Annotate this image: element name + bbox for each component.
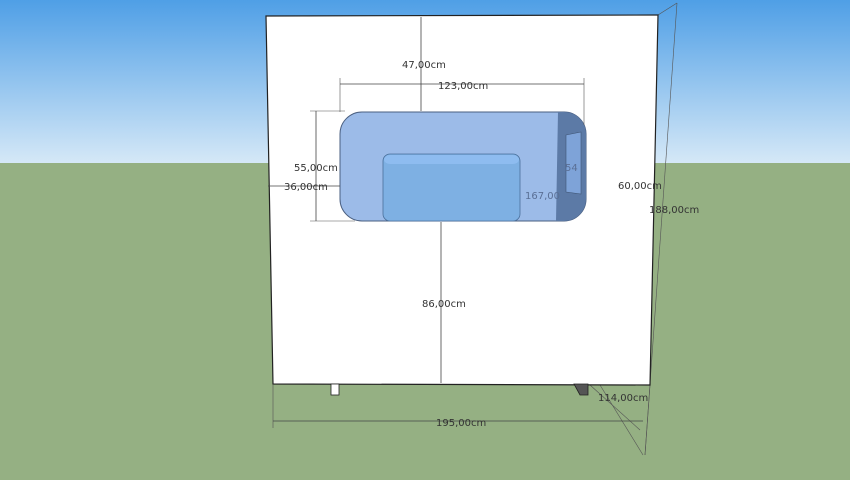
- dimension-window-height[interactable]: 55,00cm: [294, 110, 355, 222]
- dimension-total-height[interactable]: 188,00cm: [649, 205, 699, 216]
- dimension-depth[interactable]: 114,00cm: [598, 393, 648, 404]
- svg-text:55,00cm: 55,00cm: [294, 163, 338, 174]
- hidden-width-label: 167,00: [525, 191, 560, 202]
- svg-text:36,00cm: 36,00cm: [284, 182, 328, 193]
- hidden-small-label: 54: [565, 163, 578, 174]
- svg-text:114,00cm: 114,00cm: [598, 393, 648, 404]
- svg-text:47,00cm: 47,00cm: [402, 60, 446, 71]
- dimension-side-depth[interactable]: 60,00cm: [618, 181, 662, 192]
- svg-text:188,00cm: 188,00cm: [649, 205, 699, 216]
- dimension-top-gap[interactable]: 47,00cm: [402, 17, 446, 111]
- leg-right: [573, 383, 589, 396]
- svg-text:60,00cm: 60,00cm: [618, 181, 662, 192]
- dimension-window-width[interactable]: 123,00cm: [339, 78, 585, 125]
- svg-text:195,00cm: 195,00cm: [436, 418, 486, 429]
- svg-text:86,00cm: 86,00cm: [422, 299, 466, 310]
- svg-text:123,00cm: 123,00cm: [438, 81, 488, 92]
- dimension-bottom-gap[interactable]: 86,00cm: [422, 222, 466, 383]
- leg-left: [330, 383, 340, 396]
- window[interactable]: 167,00 54: [339, 111, 587, 222]
- window-inset: [382, 153, 521, 222]
- dimension-left-gap[interactable]: 36,00cm: [268, 182, 340, 193]
- dimension-total-width[interactable]: 195,00cm: [272, 385, 643, 429]
